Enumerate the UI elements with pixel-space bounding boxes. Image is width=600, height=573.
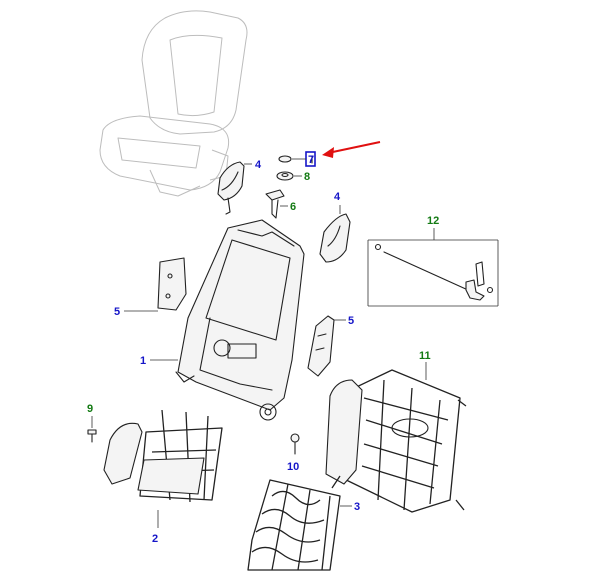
callout-6: 6 (290, 201, 296, 213)
callout-8: 8 (304, 171, 310, 183)
callout-12: 12 (427, 215, 439, 227)
pin-part-10 (290, 433, 300, 455)
bracket-part-6 (265, 189, 288, 219)
seat-frame-part-1 (150, 219, 305, 421)
callout-7: 7 (308, 154, 314, 166)
callout-5-left: 5 (114, 306, 120, 318)
callout-4-right: 4 (334, 191, 341, 203)
rod-part-12-box (367, 228, 499, 307)
suspension-mat-part-11 (325, 362, 467, 513)
callout-11: 11 (419, 350, 431, 362)
callout-9: 9 (87, 403, 93, 415)
side-panel-part-5-right (307, 315, 346, 377)
side-trim-part-4 (319, 205, 351, 263)
side-panel-part-5-left (124, 257, 187, 312)
headrest-guide-part-4 (217, 161, 252, 215)
screw-part-9 (87, 416, 97, 443)
callout-2: 2 (152, 533, 158, 545)
callout-10: 10 (287, 461, 299, 473)
reference-seat-outline (99, 10, 248, 197)
clip-part-7 (278, 151, 316, 167)
pointer-arrow (322, 141, 381, 158)
mesh-mat-part-3 (247, 479, 352, 571)
callout-5-right: 5 (348, 315, 354, 327)
callout-4-upper: 4 (255, 159, 262, 171)
lower-suspension-part-2 (103, 409, 223, 528)
callout-3: 3 (354, 501, 360, 513)
callout-1: 1 (140, 355, 146, 367)
grommet-part-8 (276, 171, 302, 181)
